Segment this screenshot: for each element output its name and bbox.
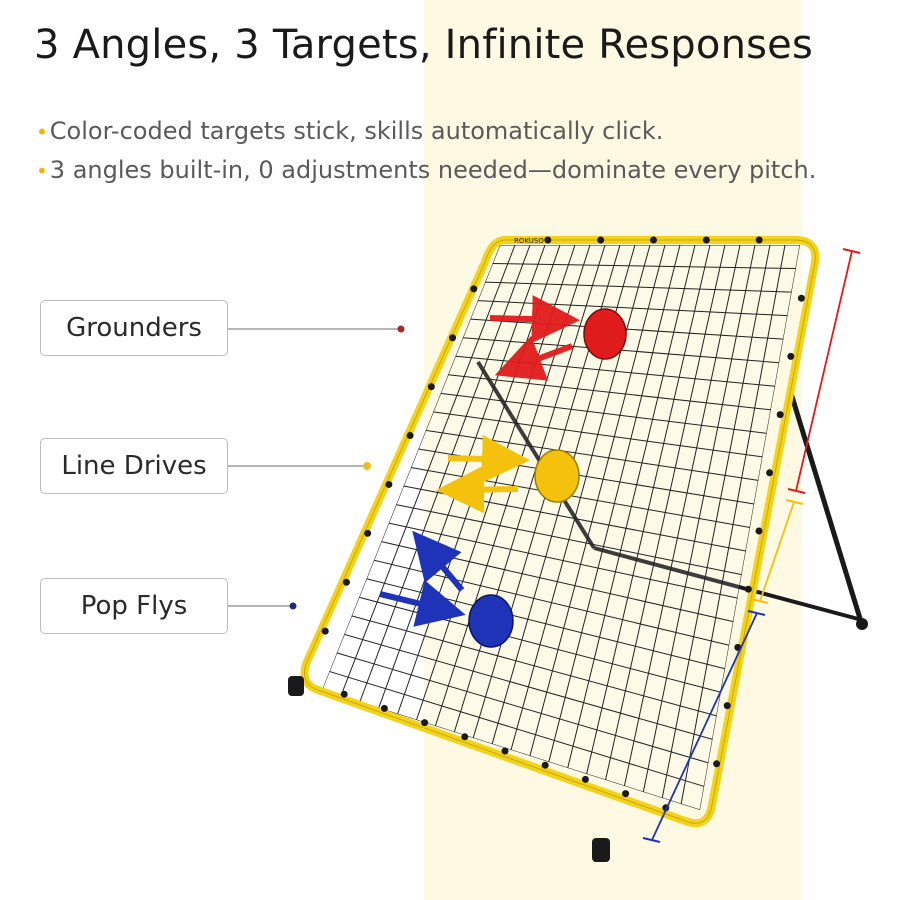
- line-drives-incoming-arrow: [447, 434, 530, 483]
- net-strand: [329, 670, 705, 787]
- pop-flys-target: [468, 594, 514, 648]
- net-strand: [477, 300, 788, 317]
- bungee-clip: [723, 702, 731, 710]
- bungee-clip: [406, 432, 414, 440]
- net-strand: [440, 392, 767, 434]
- bungee-clip: [470, 285, 478, 293]
- bungee-clip: [776, 411, 784, 419]
- blue-range-cap-top: [747, 610, 766, 616]
- bullet-dot-icon: •: [36, 120, 48, 144]
- bullet-dot-icon: •: [36, 159, 48, 183]
- net-strand: [492, 263, 796, 270]
- leg-foot: [856, 618, 868, 630]
- line-drives-rebound-arrow: [436, 465, 519, 514]
- bungee-clip: [650, 236, 657, 244]
- grounders-incoming-arrow: [489, 295, 580, 344]
- blue-range-line: [651, 612, 758, 841]
- pop-flys-arrows: [379, 530, 466, 627]
- bungee-clip: [364, 529, 372, 537]
- bungee-clip: [597, 236, 605, 244]
- page-title: 3 Angles, 3 Targets, Infinite Responses: [34, 22, 814, 68]
- line-drives-label: Line Drives: [40, 438, 228, 494]
- pop-flys-dot: [289, 602, 297, 610]
- bungee-clip: [449, 334, 457, 342]
- net-strand: [336, 652, 709, 764]
- net-strand: [344, 633, 713, 740]
- grounders-arrows: [489, 295, 580, 381]
- pop-flys-incoming-arrow: [379, 580, 466, 627]
- grounders-dot: [397, 325, 405, 333]
- rear-leg: [787, 389, 865, 626]
- net-strand: [485, 281, 792, 293]
- yellow-range-cap-bottom: [750, 598, 769, 604]
- bungee-clip: [385, 480, 393, 488]
- bungee-clip: [544, 236, 552, 244]
- bullet-text: 3 angles built-in, 0 adjustments needed—…: [49, 156, 817, 184]
- bungee-clip: [541, 761, 549, 769]
- bungee-clip: [427, 383, 435, 391]
- net-strand: [433, 411, 763, 458]
- net-strand: [425, 429, 759, 481]
- net-strand: [396, 504, 742, 576]
- bungee-clip: [622, 790, 630, 798]
- line-drives-target: [534, 449, 580, 503]
- bungee-clip: [340, 690, 348, 698]
- net-strand: [470, 318, 784, 340]
- red-range-cap-top: [842, 248, 861, 254]
- bullet-item: •Color-coded targets stick, skills autom…: [36, 112, 816, 151]
- yellow-range-cap-top: [785, 499, 804, 505]
- net-brand-label: ROKUSO: [514, 237, 544, 245]
- bungee-clip: [581, 775, 589, 783]
- red-range-line: [795, 250, 853, 492]
- label-connectors: [228, 325, 405, 610]
- bungee-clips: [321, 236, 805, 812]
- frame-edge: [304, 239, 816, 824]
- line-drives-arrows: [436, 434, 530, 514]
- bungee-clip: [421, 719, 429, 727]
- bungee-clip: [321, 627, 329, 635]
- red-range-cap-bottom: [787, 488, 806, 494]
- bullet-text: Color-coded targets stick, skills automa…: [49, 117, 664, 145]
- angle-range-brackets: [642, 248, 861, 843]
- base-bar: [593, 546, 863, 622]
- bungee-clip: [787, 352, 795, 360]
- bullet-item: •3 angles built-in, 0 adjustments needed…: [36, 151, 816, 190]
- feature-bullets: •Color-coded targets stick, skills autom…: [36, 112, 816, 190]
- bungee-clip: [342, 578, 350, 586]
- front-right-foot: [592, 838, 610, 862]
- bungee-clip: [755, 236, 763, 244]
- net-mesh: [322, 245, 800, 810]
- net-strand: [351, 615, 717, 717]
- bungee-clip: [461, 733, 469, 741]
- bungee-clip: [713, 760, 721, 768]
- yellow-range-line: [759, 501, 795, 602]
- grounders-label: Grounders: [40, 300, 228, 356]
- bungee-clip: [380, 704, 388, 712]
- bungee-clip: [744, 585, 752, 593]
- bungee-clip: [755, 527, 763, 535]
- pop-flys-label: Pop Flys: [40, 578, 228, 634]
- pop-flys-rebound-arrow: [412, 530, 465, 592]
- front-left-foot: [288, 676, 304, 696]
- bungee-clip: [766, 469, 774, 477]
- line-drives-dot: [363, 462, 371, 470]
- bungee-clip: [797, 294, 805, 302]
- bungee-clip: [501, 747, 509, 755]
- bungee-clip: [702, 236, 710, 244]
- grounders-target: [583, 308, 627, 360]
- blue-range-cap-bottom: [642, 837, 661, 843]
- grounders-rebound-arrow: [494, 335, 574, 381]
